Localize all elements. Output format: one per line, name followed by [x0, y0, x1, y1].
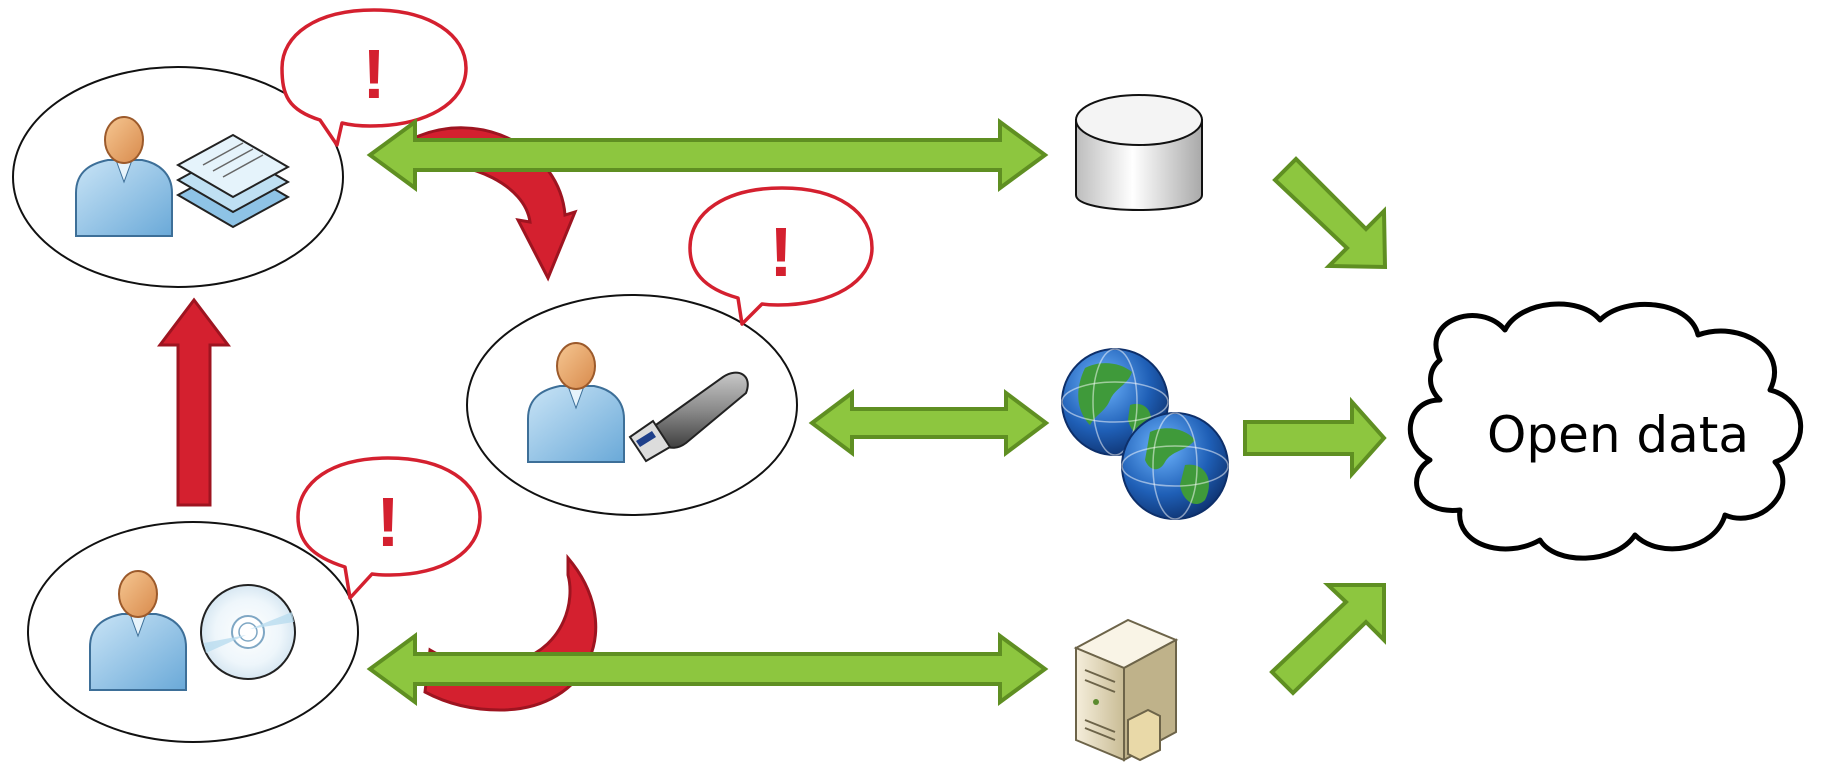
arrow-server-to-cloud: [1269, 583, 1386, 696]
open-data-cloud: Open data: [1407, 301, 1804, 561]
arrow-db-to-cloud: [1272, 156, 1388, 270]
double-arrow-top: [366, 118, 1049, 192]
globe-icon: [1121, 412, 1229, 520]
documents-icon: [175, 133, 291, 229]
user-icon: [89, 570, 187, 691]
arrow-internet-to-cloud: [1243, 396, 1387, 480]
user-usb-node: [466, 294, 798, 516]
double-arrow-bottom: [366, 632, 1049, 706]
double-arrow-middle: [808, 389, 1050, 457]
curved-arrow-bottom: [423, 553, 598, 712]
user-icon: [75, 116, 173, 237]
user-disc-node: [27, 521, 359, 743]
optical-disc-icon: [200, 584, 296, 680]
globes-icon: [1061, 348, 1229, 520]
usb-drive-icon: [628, 371, 749, 463]
cloud-label: Open data: [1487, 406, 1749, 464]
alert-symbol: !: [362, 35, 385, 113]
alert-symbol: !: [376, 483, 399, 561]
up-arrow: [156, 297, 232, 507]
alert-bubble-bottom: !: [296, 456, 482, 600]
alert-symbol: !: [769, 213, 792, 291]
alert-bubble-top: !: [280, 8, 468, 147]
alert-bubble-middle: !: [688, 186, 874, 326]
database-cylinder-icon: [1075, 94, 1203, 211]
user-documents-node: [12, 66, 344, 288]
file-server-icon: [1073, 618, 1179, 762]
user-icon: [527, 342, 625, 463]
